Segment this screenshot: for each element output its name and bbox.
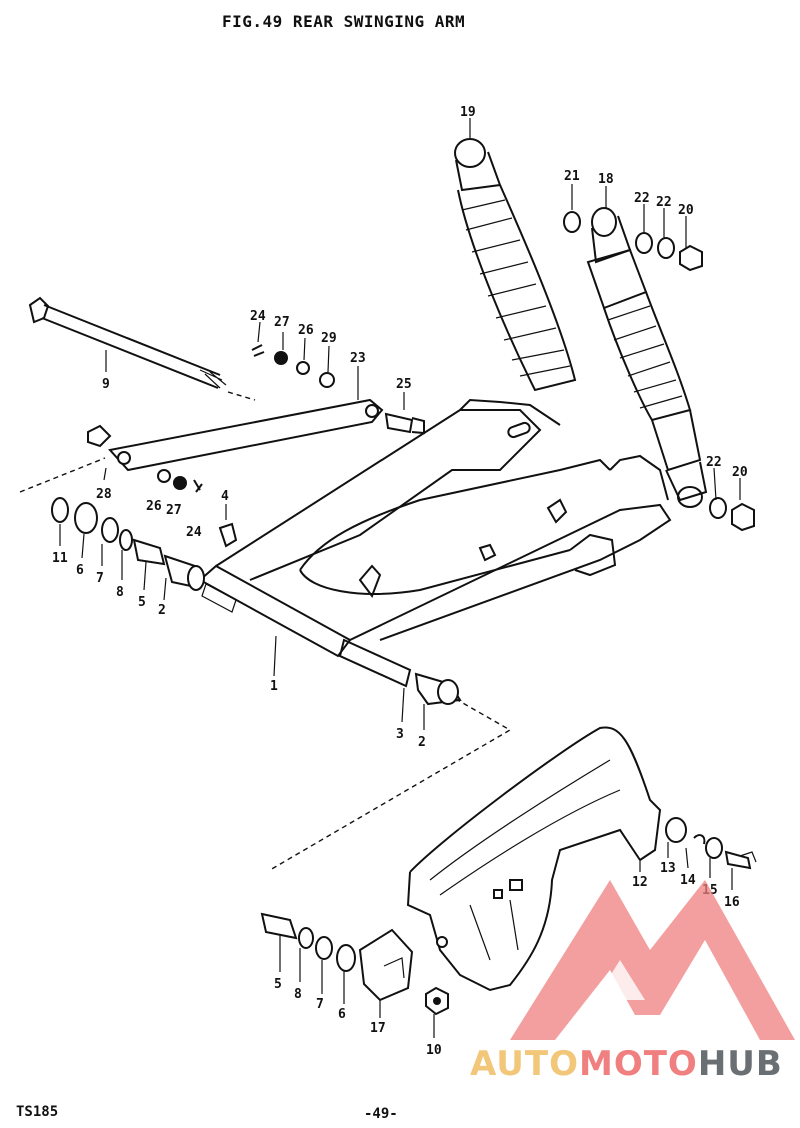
callout-19: 19 xyxy=(460,105,476,120)
logo-text-hub: HUB xyxy=(697,1044,783,1084)
callout-14: 14 xyxy=(680,873,696,888)
callout-24: 24 xyxy=(250,309,266,324)
callout-27: 27 xyxy=(166,503,182,518)
callout-21: 21 xyxy=(564,169,580,184)
model-label: TS185 xyxy=(16,1104,59,1120)
torque-rod-hardware xyxy=(157,344,335,548)
callout-2: 2 xyxy=(418,735,426,750)
callout-10: 10 xyxy=(426,1043,442,1058)
callout-13: 13 xyxy=(660,861,676,876)
callout-11: 11 xyxy=(52,551,68,566)
callout-27: 27 xyxy=(274,315,290,330)
callout-2: 2 xyxy=(158,603,166,618)
callout-9: 9 xyxy=(102,377,110,392)
callout-20: 20 xyxy=(732,465,748,480)
logo-triangle-icon xyxy=(510,880,795,1040)
chain-case-hardware xyxy=(665,817,757,870)
torque-rod xyxy=(87,398,425,472)
swinging-arm xyxy=(198,398,672,658)
part-number-labels: 19 21 18 22 22 20 24 27 26 29 23 9 25 28… xyxy=(52,105,748,1058)
logo-wordmark: AUTOMOTOHUB xyxy=(470,1044,783,1084)
callout-26: 26 xyxy=(146,499,162,514)
callout-16: 16 xyxy=(724,895,740,910)
callout-8: 8 xyxy=(116,585,124,600)
left-pivot-hardware xyxy=(51,497,205,591)
callout-24: 24 xyxy=(186,525,202,540)
callout-5: 5 xyxy=(138,595,146,610)
logo-text-auto: AUTO xyxy=(470,1044,579,1084)
callout-4: 4 xyxy=(221,489,229,504)
pivot-bolt xyxy=(28,296,227,389)
callout-1: 1 xyxy=(270,679,278,694)
watermark-logo xyxy=(510,880,795,1040)
callout-25: 25 xyxy=(396,377,412,392)
callout-22: 22 xyxy=(634,191,650,206)
callout-29: 29 xyxy=(321,331,337,346)
assembly-guide-lines xyxy=(19,391,512,871)
callout-26: 26 xyxy=(298,323,314,338)
shock-hardware xyxy=(563,211,755,532)
callout-6: 6 xyxy=(338,1007,346,1022)
callout-3: 3 xyxy=(396,727,404,742)
callout-18: 18 xyxy=(598,172,614,187)
callout-17: 17 xyxy=(370,1021,386,1036)
lower-left-hardware xyxy=(260,912,449,1016)
callout-22: 22 xyxy=(656,195,672,210)
callout-7: 7 xyxy=(96,571,104,586)
left-shock-absorber xyxy=(454,138,577,392)
figure-title: FIG.49 REAR SWINGING ARM xyxy=(222,12,466,31)
right-pivot-hardware xyxy=(338,638,462,706)
callout-20: 20 xyxy=(678,203,694,218)
callout-23: 23 xyxy=(350,351,366,366)
callout-6: 6 xyxy=(76,563,84,578)
leader-lines xyxy=(59,118,741,1038)
callout-8: 8 xyxy=(294,987,302,1002)
callout-12: 12 xyxy=(632,875,648,890)
chain-case xyxy=(406,726,662,992)
page-number: -49- xyxy=(364,1106,398,1122)
callout-7: 7 xyxy=(316,997,324,1012)
right-shock-absorber xyxy=(586,207,708,508)
logo-text-moto: MOTO xyxy=(578,1044,698,1084)
callout-5: 5 xyxy=(274,977,282,992)
callout-22: 22 xyxy=(706,455,722,470)
callout-28: 28 xyxy=(96,487,112,502)
